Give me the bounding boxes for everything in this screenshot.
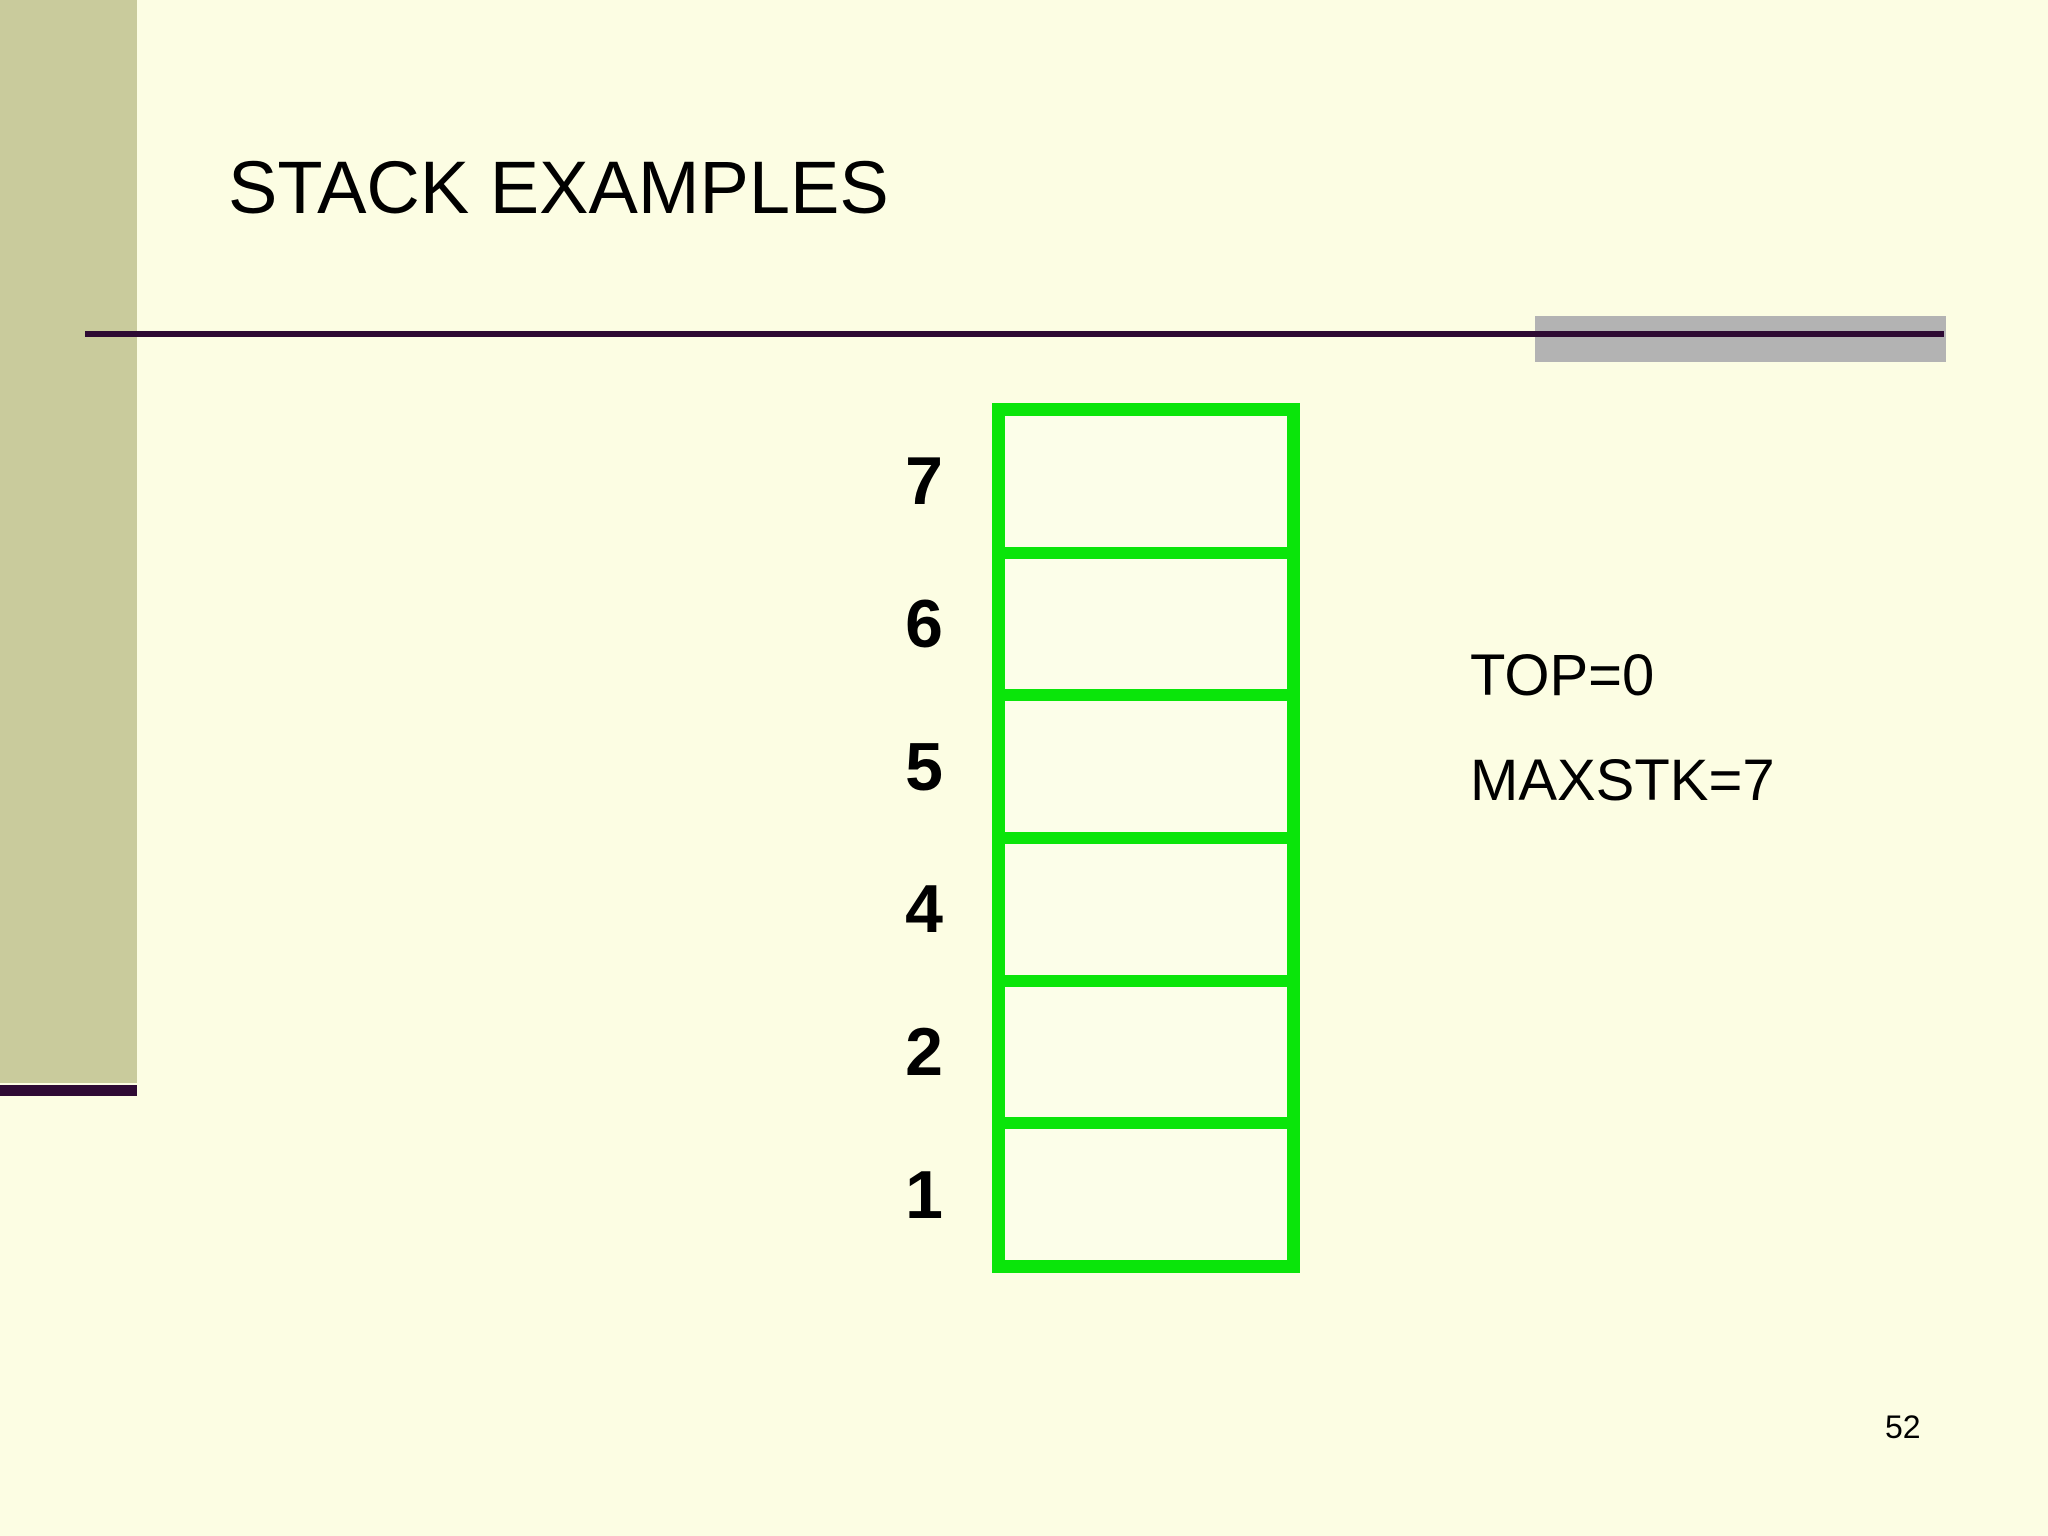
gray-accent-bar bbox=[1535, 316, 1946, 362]
stack-index-label: 1 bbox=[905, 1156, 943, 1233]
maxstk-annotation: MAXSTK=7 bbox=[1470, 748, 1775, 813]
stack-index-labels: 7 6 5 4 2 1 bbox=[820, 403, 943, 1273]
sidebar-underline-bar bbox=[0, 1085, 137, 1096]
page-title: STACK EXAMPLES bbox=[228, 146, 889, 229]
stack-cell bbox=[1005, 558, 1287, 690]
stack-index-label: 6 bbox=[905, 586, 943, 662]
sidebar-accent-bar bbox=[0, 0, 137, 1083]
top-pointer-annotation: TOP=0 bbox=[1470, 643, 1655, 708]
stack-index-label: 2 bbox=[905, 1014, 943, 1091]
stack-cell bbox=[1005, 1129, 1287, 1261]
stack-diagram bbox=[992, 403, 1300, 1273]
stack-cell bbox=[1005, 844, 1287, 975]
stack-index-label: 5 bbox=[905, 728, 943, 805]
title-divider-line bbox=[85, 331, 1944, 337]
stack-index-label: 4 bbox=[905, 871, 943, 948]
stack-cell bbox=[1005, 701, 1287, 833]
stack-cell bbox=[1005, 416, 1287, 547]
stack-index-label: 7 bbox=[905, 443, 943, 520]
page-number: 52 bbox=[1885, 1409, 1921, 1445]
stack-cell bbox=[1005, 986, 1287, 1118]
